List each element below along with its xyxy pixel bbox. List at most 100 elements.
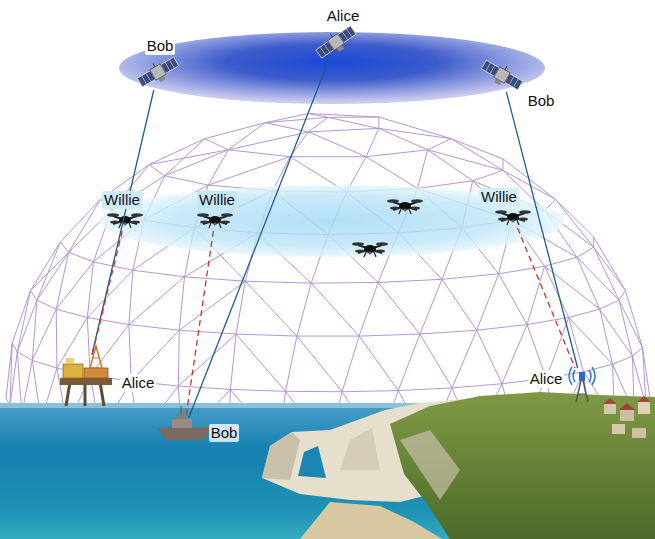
covert-link <box>506 92 577 368</box>
dome-strut <box>178 386 230 389</box>
dome-strut <box>236 334 297 336</box>
dome-strut <box>208 150 228 185</box>
dome-strut <box>149 150 228 165</box>
dome-strut <box>56 309 58 368</box>
dome-strut <box>342 391 398 392</box>
dome-strut <box>594 247 626 290</box>
dome-strut <box>290 156 366 157</box>
ship-icon <box>158 406 212 440</box>
dome-strut <box>593 237 594 247</box>
dome-strut <box>366 128 379 156</box>
dome-strut <box>6 343 12 398</box>
uav-plane <box>100 185 564 257</box>
dome-strut <box>12 343 17 352</box>
dome-strut <box>17 352 32 360</box>
dome-strut <box>451 139 503 159</box>
node-label: Alice <box>120 374 157 392</box>
eavesdrop-link <box>518 228 576 368</box>
dome-strut <box>32 360 57 368</box>
dome-strut <box>90 325 129 376</box>
dome-strut <box>265 117 328 122</box>
dome-strut <box>205 123 265 139</box>
node-label: Willie <box>102 191 142 209</box>
dome-strut <box>577 257 600 309</box>
dome-strut <box>230 334 236 389</box>
dome-strut <box>37 300 56 309</box>
dome-strut <box>594 247 619 300</box>
eavesdrop-link <box>186 231 214 418</box>
dome-strut <box>569 309 600 317</box>
dome-strut <box>594 237 626 291</box>
dome-strut <box>527 317 569 324</box>
ship-node: Bob <box>156 418 212 442</box>
dome-strut <box>309 114 379 118</box>
dome-strut <box>420 330 477 334</box>
dome-strut <box>502 159 503 170</box>
satellite-icon <box>313 22 359 62</box>
dome-strut <box>309 114 328 118</box>
dome-strut <box>632 348 642 357</box>
satellite-icon <box>479 56 525 94</box>
dome-strut <box>31 291 38 301</box>
dome-strut <box>619 300 643 347</box>
dome-strut <box>328 117 379 128</box>
dome-strut <box>245 281 311 283</box>
node-label: Alice <box>528 370 565 388</box>
dome-strut <box>311 282 378 284</box>
dome-strut <box>583 364 612 371</box>
warden-drone-node: Willie <box>198 209 232 231</box>
dome-strut <box>69 200 101 253</box>
satellite-node: Bob <box>138 54 178 90</box>
dome-strut <box>619 291 626 301</box>
dome-strut <box>417 150 427 189</box>
dome-strut <box>60 242 68 252</box>
dome-strut <box>477 325 527 331</box>
dome-strut <box>17 291 30 352</box>
dome-strut <box>87 262 93 318</box>
dome-strut <box>442 279 477 330</box>
dome-strut <box>69 252 94 262</box>
dome-strut <box>545 266 569 317</box>
dome-strut <box>359 282 378 336</box>
dome-strut <box>230 389 285 391</box>
satellite-node: Alice <box>316 27 356 57</box>
dome-strut <box>179 277 184 330</box>
dome-strut <box>452 384 502 388</box>
drone-icon <box>387 199 423 214</box>
oil-platform-icon <box>60 346 112 406</box>
drone-icon <box>197 213 233 228</box>
dome-strut <box>31 242 61 291</box>
dome-strut <box>600 309 633 356</box>
dome-strut <box>577 247 594 257</box>
dome-strut <box>428 150 473 181</box>
dome-strut <box>452 330 477 388</box>
dome-strut <box>451 139 503 171</box>
dome-strut <box>577 257 619 300</box>
dome-strut <box>87 317 129 324</box>
dome-strut <box>185 277 246 281</box>
dome-strut <box>342 336 359 392</box>
dome-strut <box>499 266 545 274</box>
dome-strut <box>477 330 502 384</box>
dome-strut <box>228 150 290 157</box>
dome-strut <box>420 279 442 334</box>
dome-strut <box>379 117 451 139</box>
dome-strut <box>398 334 420 390</box>
dome-strut <box>477 274 499 330</box>
dome-strut <box>309 128 379 132</box>
dome-strut <box>12 291 30 344</box>
dome-strut <box>129 325 179 331</box>
dome-strut <box>129 277 185 325</box>
node-label: Alice <box>325 7 362 25</box>
coastal-photo <box>0 392 655 539</box>
dome-strut <box>600 300 619 309</box>
dome-strut <box>297 336 342 392</box>
dome-strut <box>378 279 442 282</box>
dome-strut <box>527 266 545 324</box>
dome-strut <box>311 283 359 336</box>
node-label: Bob <box>145 37 176 55</box>
dome-strut <box>309 132 366 157</box>
warden-drone-node: Willie <box>108 209 142 231</box>
dome-strut <box>31 252 69 290</box>
